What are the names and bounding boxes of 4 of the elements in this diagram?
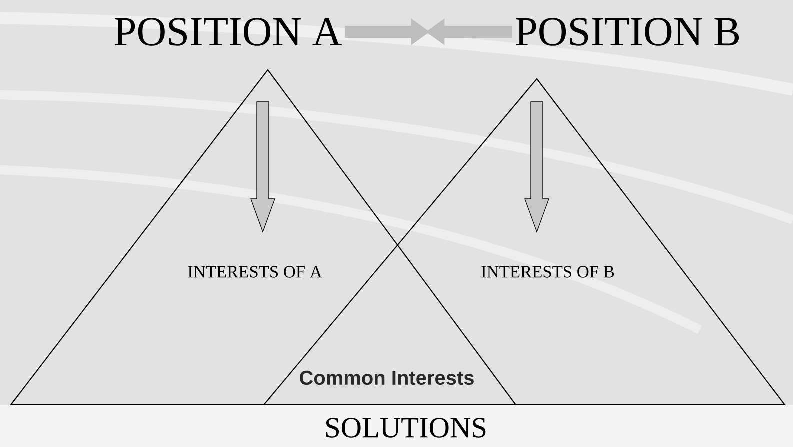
- heading: POSITION A: [114, 18, 342, 46]
- heading: POSITION B: [516, 18, 740, 46]
- bottom-label: SOLUTIONS: [326, 418, 486, 438]
- overlap-label: Common Interests: [300, 370, 474, 386]
